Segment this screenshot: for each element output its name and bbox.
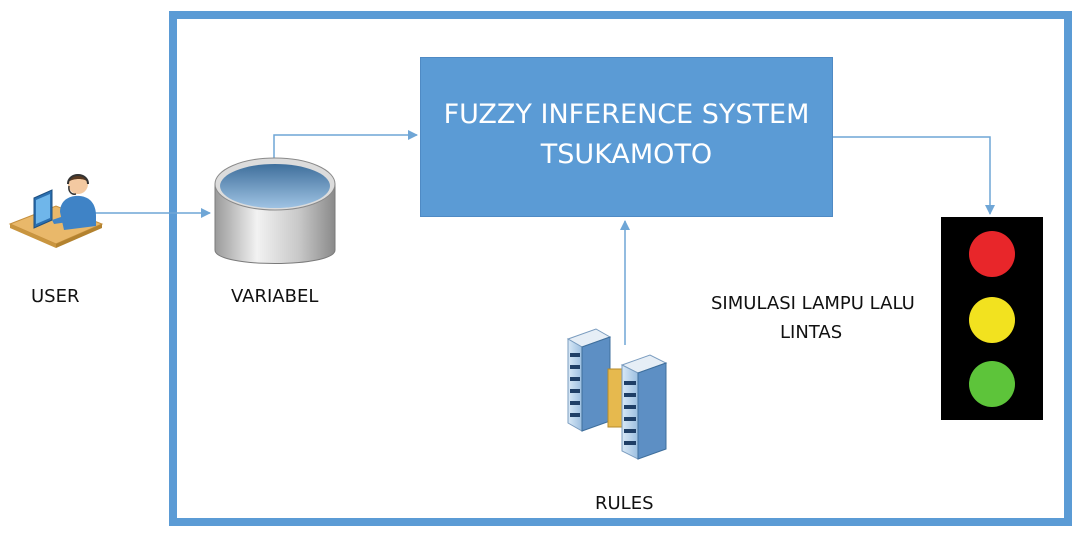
arrow-fis-to-traffic-light: [833, 136, 995, 215]
database-cylinder-icon: [214, 157, 336, 264]
yellow-lamp: [969, 297, 1015, 343]
green-lamp: [969, 361, 1015, 407]
fis-title-line1: FUZZY INFERENCE SYSTEM: [443, 99, 810, 130]
simulation-label-line2: LINTAS: [780, 322, 843, 343]
user-label: USER: [31, 286, 80, 307]
traffic-light-icon: [941, 217, 1043, 420]
server-rack-icon: [566, 328, 668, 460]
system-boundary-frame: [169, 11, 1072, 526]
user-at-computer-icon: [8, 174, 104, 248]
simulation-label-line1: SIMULASI LAMPU LALU: [711, 293, 915, 314]
fis-title-line2: TSUKAMOTO: [540, 139, 713, 170]
rules-label: RULES: [595, 493, 654, 514]
red-lamp: [969, 231, 1015, 277]
variabel-label: VARIABEL: [231, 286, 319, 307]
fuzzy-inference-system-box: FUZZY INFERENCE SYSTEM TSUKAMOTO: [420, 57, 833, 217]
